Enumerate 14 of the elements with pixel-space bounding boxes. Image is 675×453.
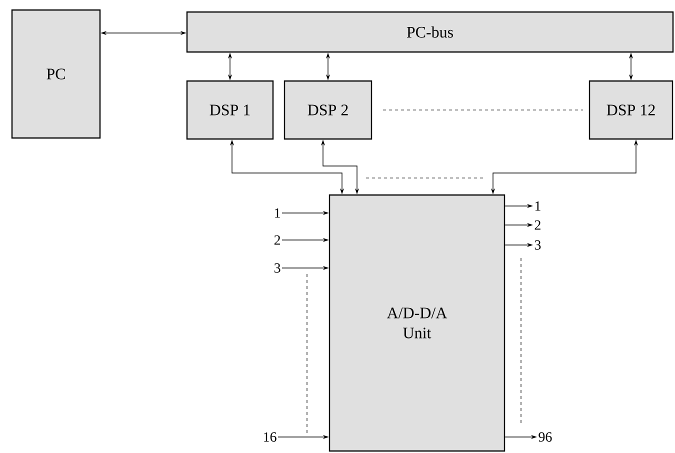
processor-box: DSP 1 [186,80,274,140]
channel-number: 1 [275,208,280,218]
channel-number: 2 [274,235,280,245]
bus-bar: PC-bus [186,11,674,53]
converter-box: A/D-D/A Unit [328,194,506,452]
channel-number: 16 [264,432,276,442]
channel-number: 3 [274,263,280,273]
channel-number: 2 [534,220,540,230]
channel-number: 96 [538,432,552,442]
processor-box: DSP 12 [588,80,674,140]
channel-number: 3 [534,240,541,250]
processor-box: DSP 2 [284,80,372,140]
channel-number: 1 [535,201,540,211]
computer-box: PC [11,9,101,139]
